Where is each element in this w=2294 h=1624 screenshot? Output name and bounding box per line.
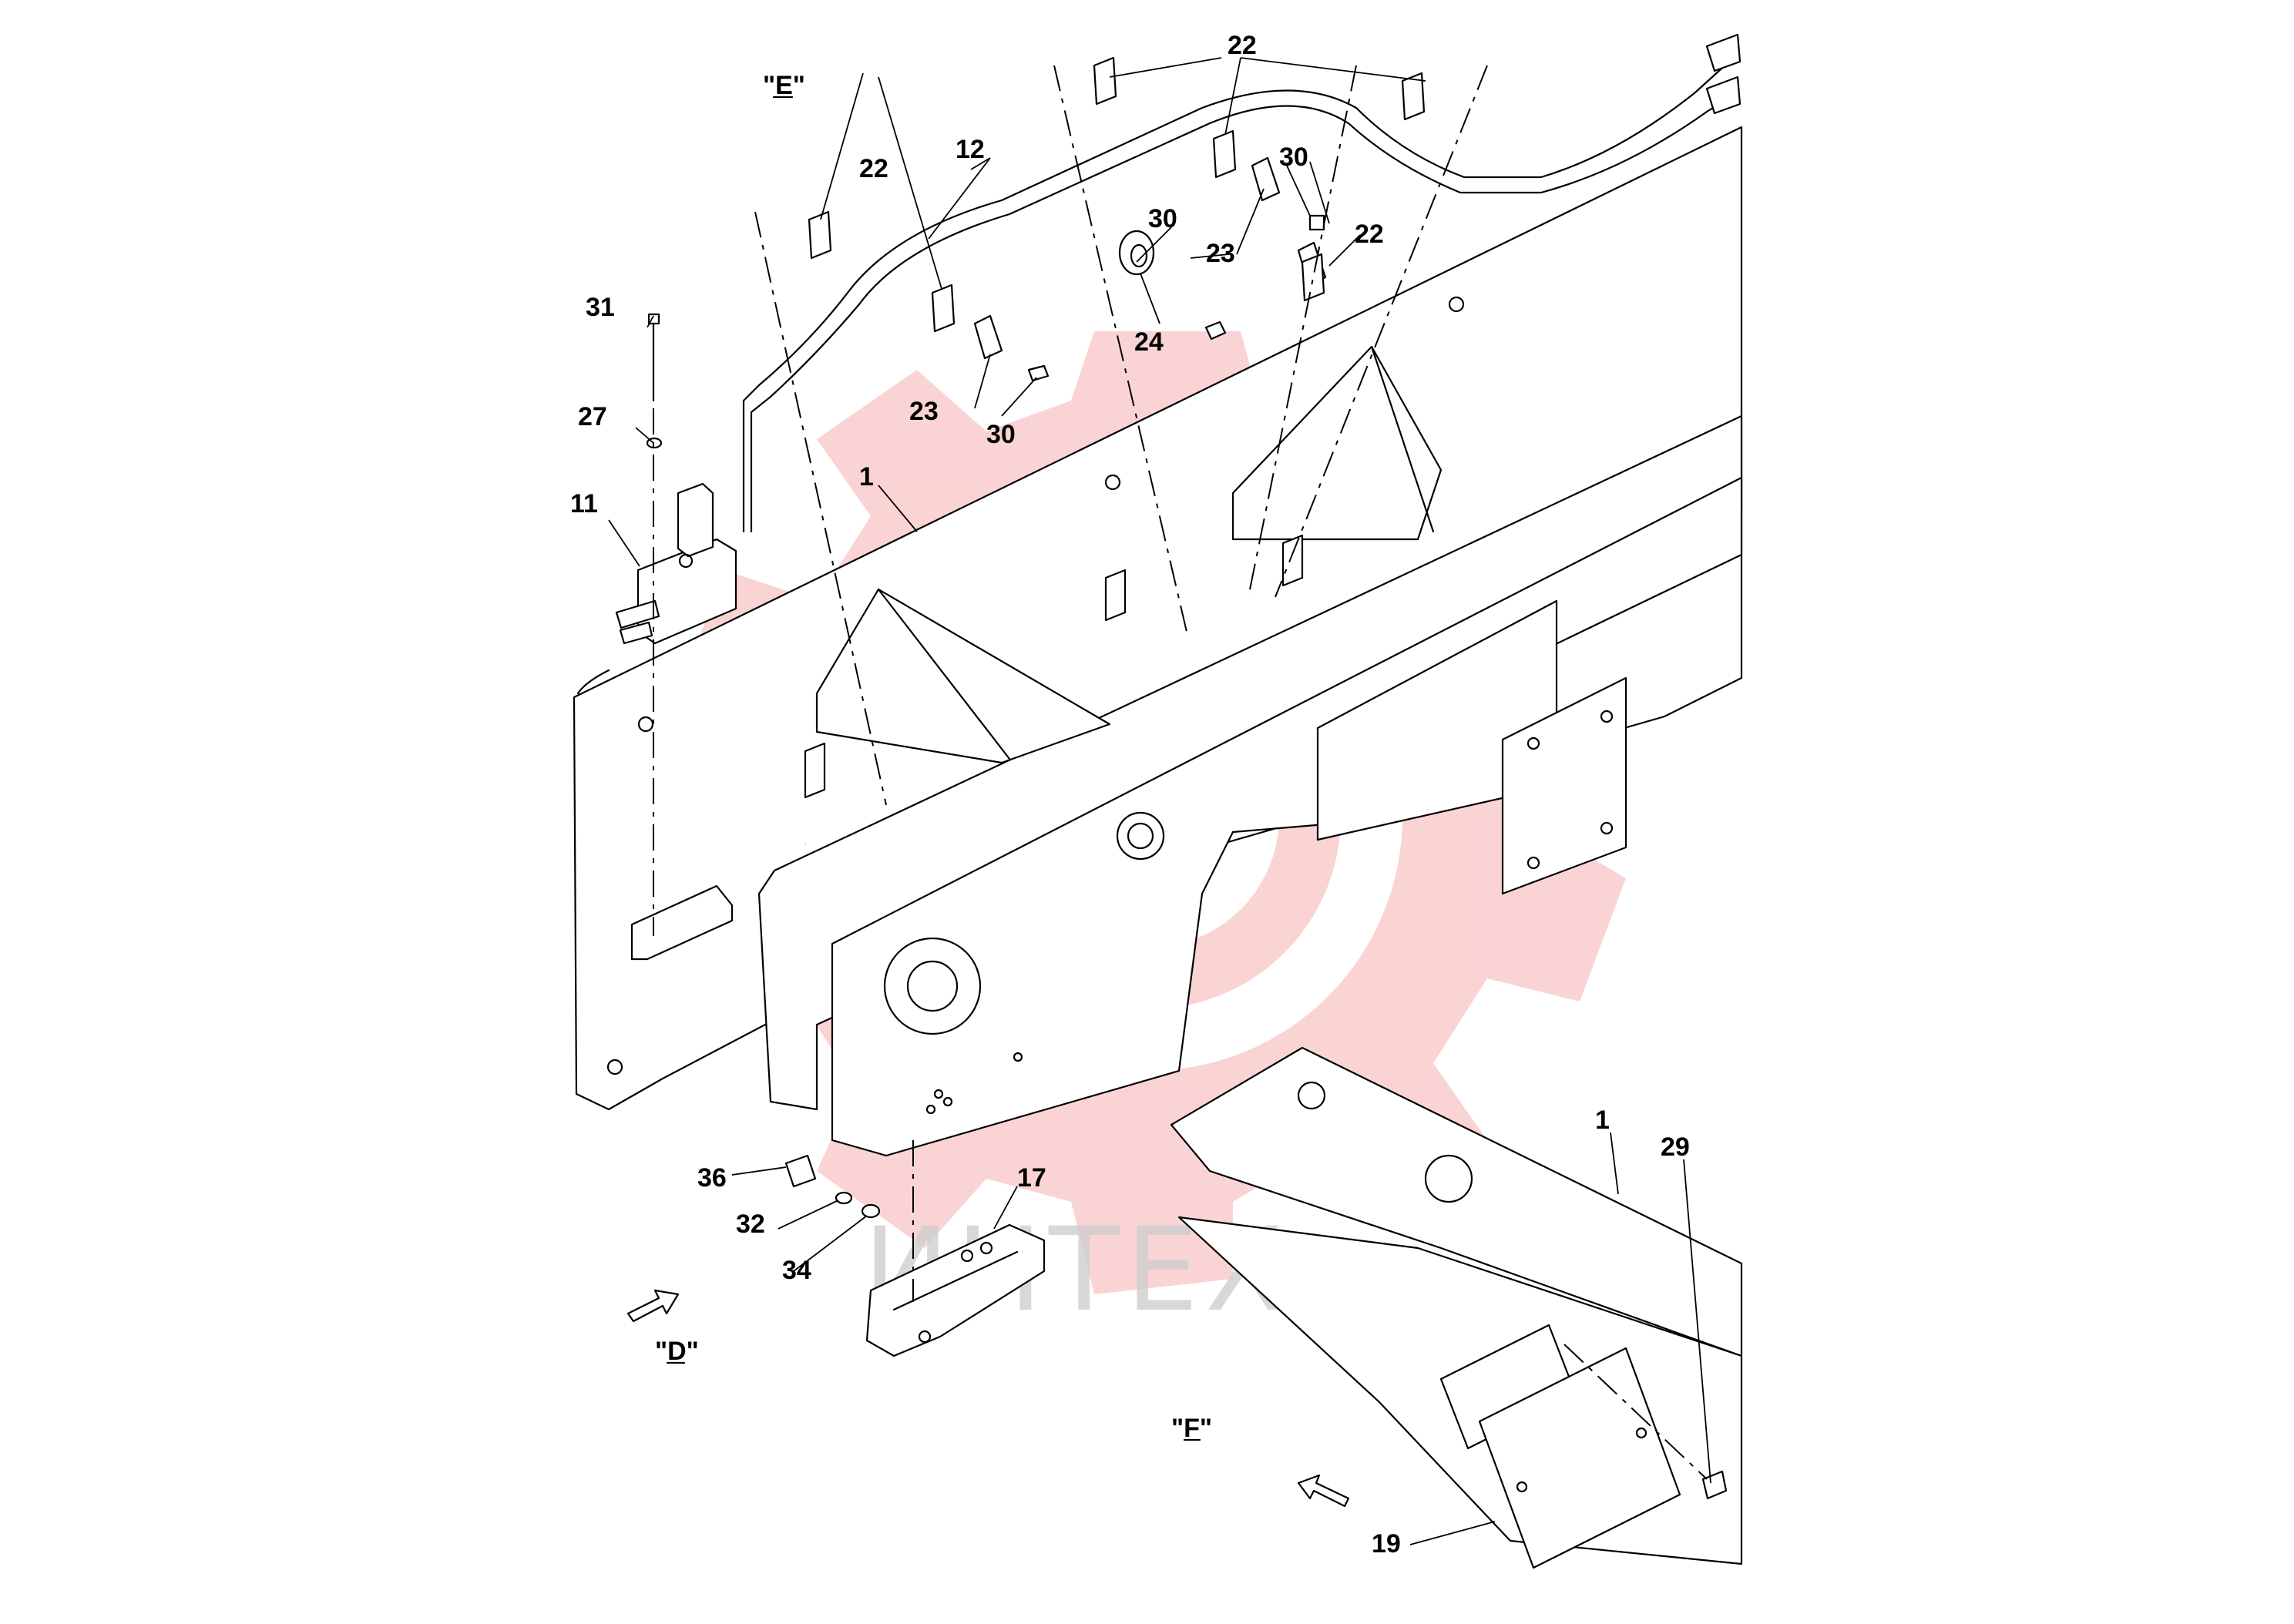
hose-lines-part-12 xyxy=(742,33,1741,533)
callout-1: 1 xyxy=(1595,1106,1610,1135)
leader-lines xyxy=(608,57,1711,1545)
callout-29: 29 xyxy=(1661,1132,1690,1162)
callout-labels: 22 12 22 22 30 30 23 24 31 23 30 27 11 1… xyxy=(570,31,1690,1559)
callout-22: 22 xyxy=(1228,31,1257,60)
callout-1: 1 xyxy=(859,462,874,492)
centerline-plate xyxy=(1563,1344,1708,1480)
view-label-d: "D" xyxy=(655,1337,699,1366)
bolt-part-29 xyxy=(1701,1470,1728,1500)
callout-19: 19 xyxy=(1372,1529,1401,1559)
frame-detail-f xyxy=(1170,1046,1743,1569)
callout-22: 22 xyxy=(859,154,888,183)
view-arrow-f xyxy=(1297,1474,1350,1508)
callout-24: 24 xyxy=(1134,327,1164,357)
callout-31: 31 xyxy=(586,293,615,322)
clamp-parts xyxy=(808,56,1426,382)
screw-part-36 xyxy=(784,1154,817,1188)
valve-block-part-11 xyxy=(615,482,737,645)
view-label-e: "E" xyxy=(763,71,805,100)
callout-23: 23 xyxy=(909,397,939,426)
fasteners-36-32-34 xyxy=(784,1154,881,1219)
washer-part-34 xyxy=(861,1203,881,1219)
view-arrow-d xyxy=(626,1289,680,1323)
callout-30: 30 xyxy=(986,420,1016,449)
grommet-part-24 xyxy=(1118,230,1155,276)
plate-part-19 xyxy=(1478,1347,1681,1569)
callout-17: 17 xyxy=(1017,1163,1046,1193)
callout-32: 32 xyxy=(736,1210,765,1239)
callout-30: 30 xyxy=(1279,143,1308,172)
callout-36: 36 xyxy=(697,1163,727,1193)
frame-part-1 xyxy=(573,126,1743,1157)
callout-12: 12 xyxy=(956,135,985,164)
callout-23: 23 xyxy=(1206,239,1235,268)
view-label-f: "F" xyxy=(1171,1414,1212,1443)
callout-27: 27 xyxy=(578,402,607,431)
construction-outlines xyxy=(754,65,1488,806)
callout-22: 22 xyxy=(1355,220,1384,249)
bracket-part-17 xyxy=(865,1223,1046,1357)
callout-30: 30 xyxy=(1148,204,1177,233)
callout-34: 34 xyxy=(782,1256,811,1285)
washer-part-32 xyxy=(835,1191,853,1205)
callout-11: 11 xyxy=(570,489,598,518)
